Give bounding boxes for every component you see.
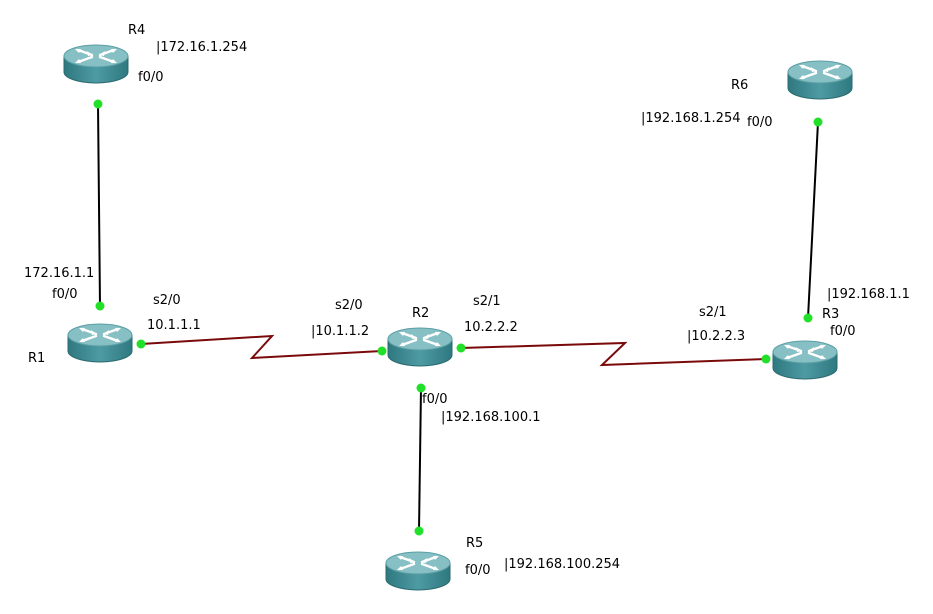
interface-dots	[93, 99, 823, 536]
label-r3-s-ip: |10.2.2.3	[687, 329, 745, 344]
dot-r1-s20[interactable]	[136, 339, 146, 349]
label-r6-if: f0/0	[747, 115, 773, 130]
label-r4-ip: |172.16.1.254	[156, 40, 247, 55]
link-r6-r3[interactable]	[807, 121, 819, 319]
dot-r1-f00[interactable]	[95, 301, 105, 311]
router-r5-icon[interactable]	[384, 550, 452, 592]
router-r4-icon[interactable]	[62, 43, 130, 85]
dot-r6-f00[interactable]	[813, 117, 823, 127]
label-r3-f-ip: |192.168.1.1	[827, 287, 910, 302]
router-r6-name: R6	[731, 78, 748, 93]
label-r4-if: f0/0	[138, 70, 164, 85]
link-r2-r3-serial[interactable]	[460, 341, 767, 367]
label-r1-f-ip: 172.16.1.1	[24, 266, 94, 281]
link-r2-r5[interactable]	[418, 387, 422, 532]
router-r3-icon[interactable]	[771, 339, 839, 381]
label-r2-s20-ip: |10.1.1.2	[311, 324, 369, 339]
label-r5-if: f0/0	[465, 563, 491, 578]
router-r4-name: R4	[128, 23, 145, 38]
dot-r5-f00[interactable]	[414, 526, 424, 536]
label-r2-f-ip: |192.168.100.1	[441, 410, 541, 425]
router-r2-name: R2	[412, 306, 429, 321]
label-r5-ip: |192.168.100.254	[504, 557, 620, 572]
links	[97, 103, 819, 532]
label-r3-s-if: s2/1	[699, 305, 727, 320]
label-r2-s21-ip: 10.2.2.2	[464, 320, 518, 335]
dot-r2-s21[interactable]	[456, 343, 466, 353]
label-r3-f-if: f0/0	[830, 324, 856, 339]
dot-r2-f00[interactable]	[416, 383, 426, 393]
router-r2-icon[interactable]	[386, 326, 454, 368]
dot-r4-f00[interactable]	[93, 99, 103, 109]
router-r1-icon[interactable]	[66, 322, 134, 364]
dot-r3-f00[interactable]	[803, 313, 813, 323]
label-r1-f-if: f0/0	[52, 287, 78, 302]
label-r2-s21-if: s2/1	[473, 294, 501, 309]
router-r6-icon[interactable]	[786, 59, 854, 101]
router-r5-name: R5	[466, 536, 483, 551]
dot-r3-s21[interactable]	[761, 354, 771, 364]
router-r3-name: R3	[822, 307, 839, 322]
label-r6-ip: |192.168.1.254	[641, 111, 741, 126]
link-r1-r2-serial[interactable]	[140, 334, 383, 360]
label-r2-f-if: f0/0	[422, 392, 448, 407]
label-r1-s-if: s2/0	[153, 293, 181, 308]
link-r4-r1[interactable]	[97, 103, 101, 307]
dot-r2-s20[interactable]	[377, 346, 387, 356]
label-r1-s-ip: 10.1.1.1	[147, 318, 201, 333]
router-r1-name: R1	[28, 351, 45, 366]
label-r2-s20-if: s2/0	[335, 298, 363, 313]
